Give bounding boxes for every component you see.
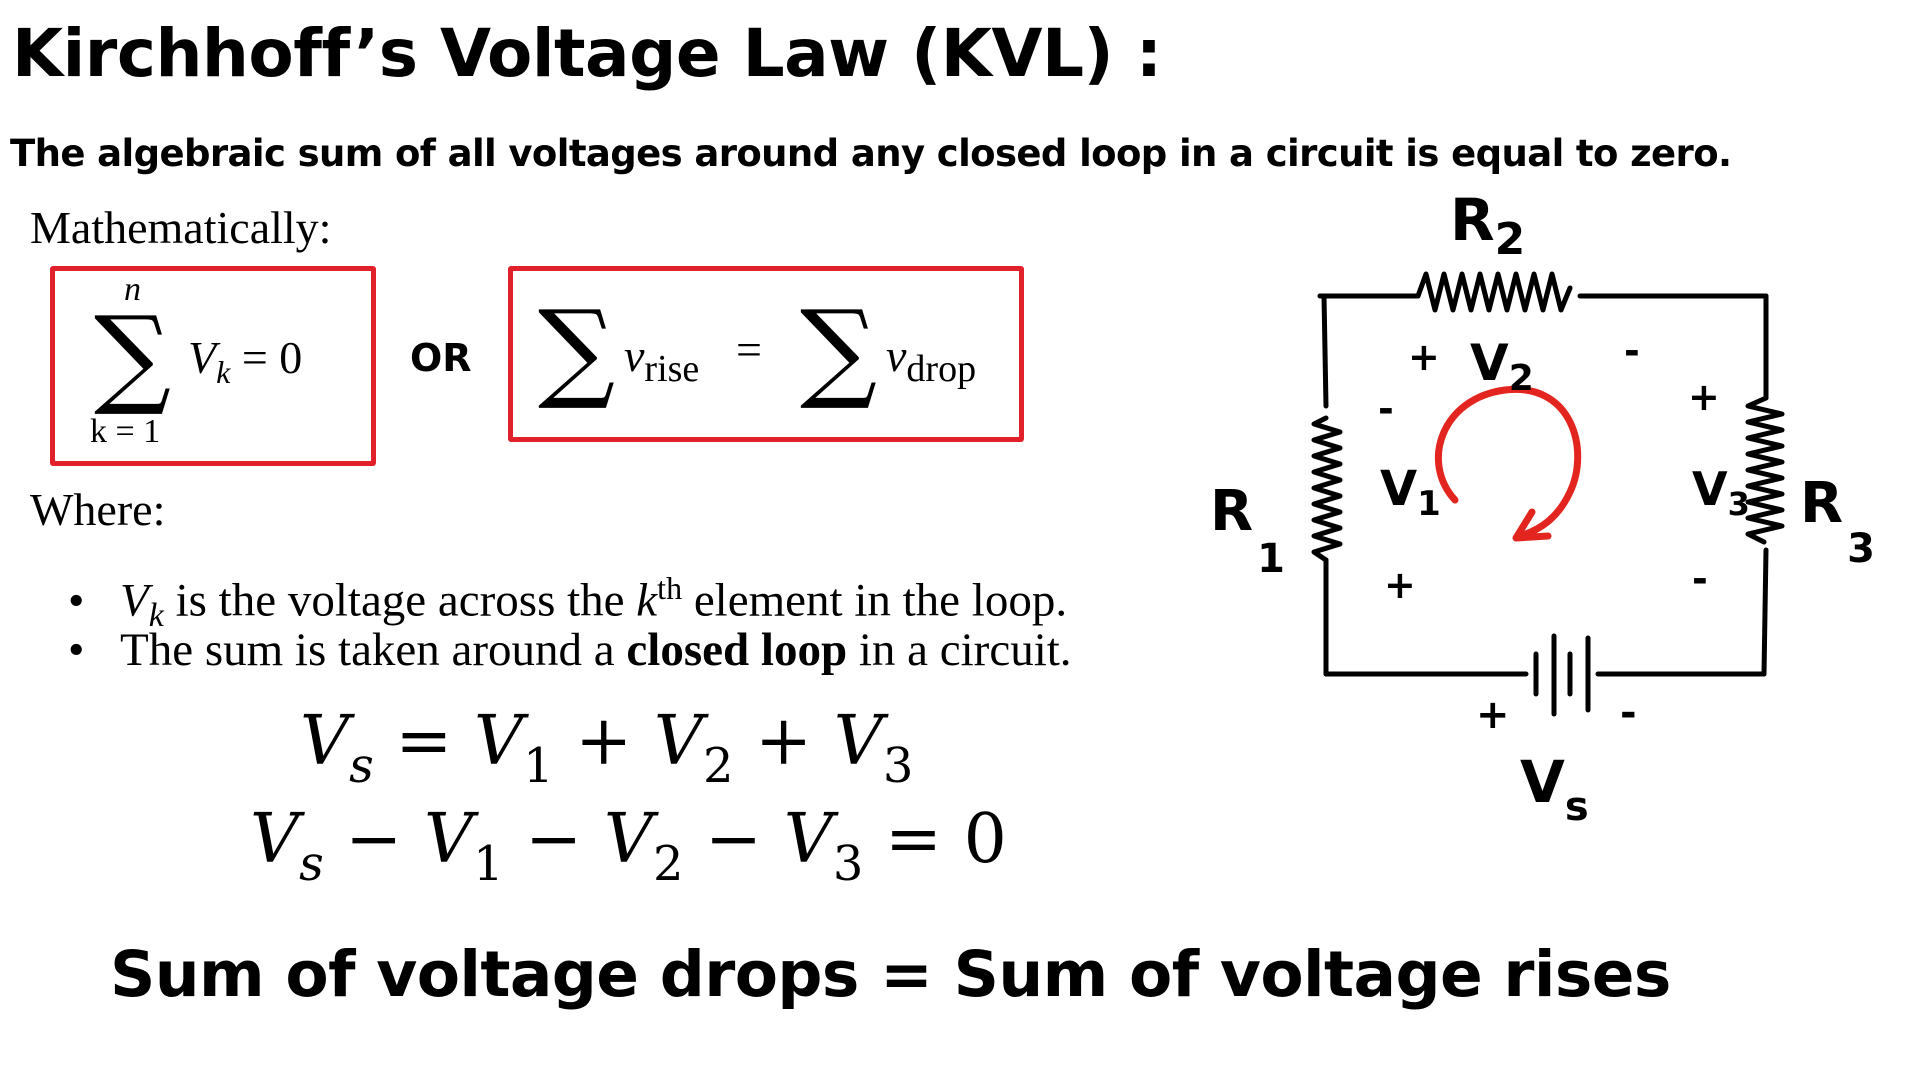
or-label: OR bbox=[410, 336, 472, 380]
v3-plus-sign: + bbox=[1688, 375, 1720, 419]
vs-plus-sign: + bbox=[1476, 692, 1510, 738]
eq-subscript: s bbox=[299, 836, 324, 892]
v1-plus-sign: + bbox=[1384, 563, 1416, 607]
eq-subscript: 2 bbox=[702, 738, 734, 794]
r1-label: R1 bbox=[1210, 479, 1285, 582]
left-wire-top bbox=[1317, 293, 1329, 409]
v1-minus-sign: - bbox=[1378, 387, 1394, 431]
rise-drop-formula-box bbox=[508, 266, 1024, 442]
circuit-diagram: R2 R1 R3 V2 V1 V3 Vs + - + - - + + - bbox=[1210, 186, 1875, 830]
eq-symbol: V bbox=[603, 800, 653, 879]
v3-label: V3 bbox=[1692, 462, 1750, 523]
v-drop-term: vdrop bbox=[886, 328, 976, 397]
bullet-bold-text: closed loop bbox=[626, 624, 848, 676]
sigma-symbol-left: ∑ bbox=[538, 288, 616, 413]
v-rise-subscript: rise bbox=[644, 348, 700, 391]
v3-minus-sign: - bbox=[1692, 557, 1708, 601]
v-rise-symbol: v bbox=[624, 330, 645, 381]
bullet-text: is the voltage across the bbox=[163, 574, 637, 627]
vk-symbol: V bbox=[120, 574, 149, 627]
eq-operator: − bbox=[323, 800, 424, 879]
sigma-symbol: ∑ bbox=[94, 294, 172, 419]
voltage-symbol: V bbox=[188, 332, 217, 383]
bullet-text: element in the loop. bbox=[682, 574, 1068, 627]
eq-symbol: V bbox=[250, 800, 300, 879]
summation-formula-box bbox=[50, 266, 376, 466]
kvl-definition: The algebraic sum of all voltages around… bbox=[10, 132, 1732, 175]
eq-symbol: V bbox=[423, 800, 474, 879]
eq-subscript: 1 bbox=[473, 836, 504, 892]
eq-operator: − bbox=[683, 800, 784, 879]
kvl-equation-sum: Vs = V1 + V2 + V3 bbox=[300, 702, 913, 790]
eq-symbol: V bbox=[833, 702, 883, 781]
eq-subscript: 2 bbox=[652, 836, 684, 892]
r2-label: R2 bbox=[1450, 186, 1525, 265]
vk-subscript: k bbox=[148, 597, 164, 635]
v2-label: V2 bbox=[1470, 334, 1534, 399]
bullet-text: in a circuit. bbox=[847, 624, 1072, 676]
eq-subscript: s bbox=[349, 738, 374, 794]
th-superscript: th bbox=[657, 570, 683, 606]
bullet-dot: • bbox=[68, 574, 85, 627]
eq-subscript: 1 bbox=[523, 738, 554, 794]
eq-operator: + bbox=[553, 702, 654, 781]
v-drop-subscript: drop bbox=[906, 348, 977, 391]
eq-operator: = 0 bbox=[863, 800, 1007, 879]
where-label: Where: bbox=[30, 484, 166, 535]
loop-arrow-head bbox=[1512, 508, 1552, 542]
eq-operator: = bbox=[373, 702, 474, 781]
bullet-text: The sum is taken around a bbox=[120, 624, 627, 676]
equals-zero: = 0 bbox=[230, 332, 303, 383]
loop-current-arrow bbox=[1435, 385, 1582, 540]
summary-statement: Sum of voltage drops = Sum of voltage ri… bbox=[110, 938, 1671, 1011]
sigma-symbol-right: ∑ bbox=[800, 288, 878, 413]
equals-sign: = bbox=[736, 324, 762, 375]
bullet-item: •Vk is the voltage across the kth elemen… bbox=[68, 560, 1067, 644]
eq-symbol: V bbox=[783, 800, 833, 879]
v2-minus-sign: - bbox=[1624, 329, 1640, 373]
eq-subscript: 3 bbox=[832, 836, 864, 892]
bullet-dot: • bbox=[68, 624, 85, 676]
kvl-equation-zero: Vs − V1 − V2 − V3 = 0 bbox=[250, 800, 1007, 888]
bullet-item: • The sum is taken around a closed loop i… bbox=[68, 622, 1072, 678]
sum-upper-limit: n bbox=[124, 271, 141, 308]
voltage-subscript: k bbox=[216, 354, 231, 391]
eq-symbol: V bbox=[300, 702, 350, 781]
vs-label: Vs bbox=[1520, 748, 1589, 830]
v1-label: V1 bbox=[1380, 461, 1441, 524]
resistor-r2-zigzag bbox=[1415, 271, 1573, 313]
right-wire-bottom bbox=[1761, 547, 1769, 677]
eq-subscript: 3 bbox=[882, 738, 914, 794]
mathematically-label: Mathematically: bbox=[30, 202, 332, 253]
resistor-r1-zigzag bbox=[1311, 415, 1343, 563]
v-drop-symbol: v bbox=[886, 330, 907, 381]
eq-symbol: V bbox=[653, 702, 703, 781]
vs-minus-sign: - bbox=[1620, 690, 1637, 736]
resistor-r3-zigzag bbox=[1745, 395, 1785, 545]
v-rise-term: vrise bbox=[624, 328, 699, 397]
eq-operator: − bbox=[503, 800, 604, 879]
sum-lower-limit: k = 1 bbox=[90, 413, 161, 450]
page-title: Kirchhoff’s Voltage Law (KVL) : bbox=[12, 15, 1162, 92]
eq-symbol: V bbox=[473, 702, 524, 781]
r3-label: R3 bbox=[1800, 471, 1875, 572]
k-symbol: k bbox=[636, 574, 658, 627]
v2-plus-sign: + bbox=[1408, 335, 1440, 379]
sum-term: Vk = 0 bbox=[188, 330, 302, 400]
eq-operator: + bbox=[733, 702, 834, 781]
